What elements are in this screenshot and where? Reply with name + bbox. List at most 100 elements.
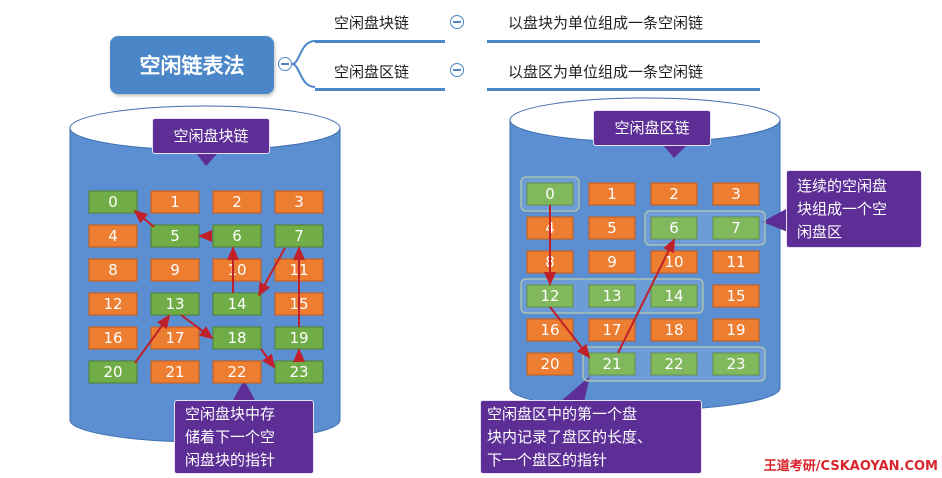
right-block-label-12: 12 bbox=[540, 287, 559, 305]
extent-side-note: 连续的空闲盘 块组成一个空 闲盘区 bbox=[786, 170, 922, 248]
left-block-label-6: 6 bbox=[232, 227, 242, 245]
branch-1-underline bbox=[315, 40, 445, 43]
right-block-17 bbox=[588, 318, 636, 342]
side-note-line-1: 连续的空闲盘 bbox=[797, 177, 888, 195]
left-block-14 bbox=[212, 292, 262, 316]
right-block-label-9: 9 bbox=[607, 253, 617, 271]
right-block-label-2: 2 bbox=[669, 185, 679, 203]
left-block-20 bbox=[88, 360, 138, 384]
left-title-pointer-icon bbox=[196, 153, 218, 166]
right-extent-group-4 bbox=[582, 346, 766, 382]
left-block-21 bbox=[150, 360, 200, 384]
right-block-label-7: 7 bbox=[731, 219, 741, 237]
right-arrow-21-to-6 bbox=[617, 238, 675, 354]
branch-2-desc: 以盘区为单位组成一条空闲链 bbox=[508, 63, 704, 81]
right-note-line-2: 块内记录了盘区的长度、 bbox=[487, 428, 653, 446]
left-block-label-18: 18 bbox=[227, 329, 246, 347]
left-block-label-4: 4 bbox=[108, 227, 118, 245]
left-block-label-12: 12 bbox=[103, 295, 122, 313]
left-block-label-16: 16 bbox=[103, 329, 122, 347]
right-block-label-11: 11 bbox=[726, 253, 745, 271]
right-arrow-12-to-21 bbox=[549, 306, 591, 359]
left-disk-title: 空闲盘块链 bbox=[152, 118, 270, 154]
right-block-15 bbox=[712, 284, 760, 308]
left-block-label-5: 5 bbox=[170, 227, 180, 245]
left-note-line-2: 储着下一个空 bbox=[185, 428, 276, 446]
branch-2-desc-underline bbox=[487, 88, 760, 91]
branch-2-name: 空闲盘区链 bbox=[334, 63, 410, 81]
collapse-root-icon[interactable] bbox=[278, 57, 292, 71]
collapse-branch-1-icon[interactable] bbox=[450, 15, 464, 29]
right-block-label-22: 22 bbox=[664, 355, 683, 373]
left-block-label-7: 7 bbox=[294, 227, 304, 245]
right-block-14 bbox=[650, 284, 698, 308]
right-block-label-6: 6 bbox=[669, 219, 679, 237]
mindmap-root: 空闲链表法 bbox=[110, 36, 274, 94]
right-extent-group-3 bbox=[520, 278, 704, 314]
right-block-label-23: 23 bbox=[726, 355, 745, 373]
right-block-2 bbox=[650, 182, 698, 206]
left-block-9 bbox=[150, 258, 200, 282]
left-block-label-22: 22 bbox=[227, 363, 246, 381]
left-block-3 bbox=[274, 190, 324, 214]
collapse-branch-2-icon[interactable] bbox=[450, 63, 464, 77]
left-block-22 bbox=[212, 360, 262, 384]
left-block-2 bbox=[212, 190, 262, 214]
left-block-label-0: 0 bbox=[108, 193, 118, 211]
right-block-23 bbox=[712, 352, 760, 376]
right-note-line-3: 下一个盘区的指针 bbox=[487, 451, 608, 469]
right-block-label-20: 20 bbox=[540, 355, 559, 373]
left-block-1 bbox=[150, 190, 200, 214]
right-block-19 bbox=[712, 318, 760, 342]
right-block-label-5: 5 bbox=[607, 219, 617, 237]
left-block-16 bbox=[88, 326, 138, 350]
left-block-label-19: 19 bbox=[289, 329, 308, 347]
side-note-pointer-icon bbox=[762, 208, 788, 232]
left-block-label-13: 13 bbox=[165, 295, 184, 313]
right-block-18 bbox=[650, 318, 698, 342]
right-block-label-1: 1 bbox=[607, 185, 617, 203]
right-block-13 bbox=[588, 284, 636, 308]
right-disk-title: 空闲盘区链 bbox=[593, 110, 711, 146]
left-block-label-9: 9 bbox=[170, 261, 180, 279]
left-block-8 bbox=[88, 258, 138, 282]
branch-2-underline bbox=[315, 88, 445, 91]
right-block-label-21: 21 bbox=[602, 355, 621, 373]
right-block-20 bbox=[526, 352, 574, 376]
right-block-label-0: 0 bbox=[545, 185, 555, 203]
right-block-1 bbox=[588, 182, 636, 206]
left-arrow-5-to-0 bbox=[133, 209, 155, 228]
right-block-22 bbox=[650, 352, 698, 376]
branch-1-desc-underline bbox=[487, 40, 760, 43]
left-arrow-7-to-14 bbox=[258, 247, 286, 297]
right-block-21 bbox=[588, 352, 636, 376]
right-note-pointer-icon bbox=[560, 376, 590, 402]
right-title-pointer-icon bbox=[663, 145, 687, 158]
watermark: 王道考研/CSKAOYAN.COM bbox=[763, 459, 938, 474]
right-block-label-10: 10 bbox=[664, 253, 683, 271]
right-note-line-1: 空闲盘区中的第一个盘 bbox=[487, 405, 638, 423]
left-note-line-3: 闲盘块的指针 bbox=[185, 451, 276, 469]
right-block-11 bbox=[712, 250, 760, 274]
left-block-label-20: 20 bbox=[103, 363, 122, 381]
left-block-13 bbox=[150, 292, 200, 316]
left-block-label-3: 3 bbox=[294, 193, 304, 211]
right-block-16 bbox=[526, 318, 574, 342]
left-note-line-1: 空闲盘块中存 bbox=[185, 405, 276, 423]
right-block-7 bbox=[712, 216, 760, 240]
branch-1-name: 空闲盘块链 bbox=[334, 14, 410, 32]
right-block-label-15: 15 bbox=[726, 287, 745, 305]
right-block-label-17: 17 bbox=[602, 321, 621, 339]
left-arrow-20-to-13 bbox=[134, 314, 171, 364]
right-block-5 bbox=[588, 216, 636, 240]
side-note-line-3: 闲盘区 bbox=[797, 223, 843, 241]
right-block-label-18: 18 bbox=[664, 321, 683, 339]
left-block-label-1: 1 bbox=[170, 193, 180, 211]
right-block-label-13: 13 bbox=[602, 287, 621, 305]
left-block-label-17: 17 bbox=[165, 329, 184, 347]
branch-1-desc: 以盘块为单位组成一条空闲链 bbox=[508, 14, 704, 32]
right-block-label-3: 3 bbox=[731, 185, 741, 203]
left-block-4 bbox=[88, 224, 138, 248]
